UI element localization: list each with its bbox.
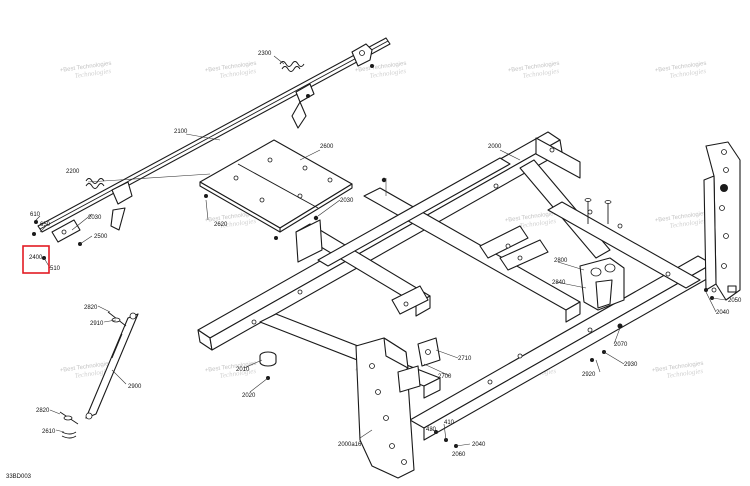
callout-2000a16: 2000a16 <box>338 442 362 448</box>
watermark-13: +Best Technologies Technologies <box>651 361 703 380</box>
right-upright-bracket <box>703 141 741 301</box>
callout-2050: 2050 <box>728 298 742 304</box>
plate-2600 <box>199 139 353 233</box>
callout-420: 420 <box>426 427 437 433</box>
callout-2040-b: 2040 <box>716 310 730 316</box>
callout-2710: 2710 <box>458 356 472 362</box>
bolts-2840 <box>584 198 612 224</box>
callout-2610: 2610 <box>42 429 56 435</box>
rod-2100 <box>37 37 391 243</box>
callout-410: 410 <box>444 420 455 426</box>
callout-2010: 2010 <box>236 367 250 373</box>
watermark-4: +Best Technologies Technologies <box>507 61 559 80</box>
leader-lines <box>35 55 727 447</box>
frame-2000 <box>197 131 713 441</box>
watermark-1: +Best Technologies Technologies <box>59 61 111 80</box>
highlight-box-2400 <box>22 245 50 274</box>
callout-2030-a: 2030 <box>340 198 354 204</box>
callout-2930: 2930 <box>624 362 638 368</box>
callout-2820-a: 2820 <box>84 305 98 311</box>
hinge-block-2800 <box>579 257 625 311</box>
callout-2030-b: 2030 <box>88 215 102 221</box>
callout-2700: 2700 <box>438 374 452 380</box>
callout-2300: 2300 <box>258 51 272 57</box>
watermark-7: +Best Technologies Technologies <box>504 211 556 230</box>
callout-2820-b: 2820 <box>36 408 50 414</box>
watermark-8: +Best Technologies Technologies <box>654 211 706 230</box>
bumper-2010 <box>259 351 277 367</box>
watermark-2: +Best Technologies Technologies <box>204 61 256 80</box>
callout-2500: 2500 <box>94 234 108 240</box>
callout-610: 610 <box>30 212 41 218</box>
callout-2920: 2920 <box>582 372 596 378</box>
callout-510: 510 <box>50 266 61 272</box>
callout-2840: 2840 <box>552 280 566 286</box>
callout-2040-a: 2040 <box>472 442 486 448</box>
callout-2060: 2060 <box>452 452 466 458</box>
callout-2910: 2910 <box>90 321 104 327</box>
callout-2620: 2620 <box>214 222 228 228</box>
callout-2400: 2400 <box>29 255 43 261</box>
front-upright-bracket <box>355 337 421 479</box>
bracket-2710 <box>417 337 441 367</box>
watermark-5: +Best Technologies Technologies <box>654 61 706 80</box>
callout-2900: 2900 <box>128 384 142 390</box>
callout-2100: 2100 <box>174 129 188 135</box>
callout-2000: 2000 <box>488 144 502 150</box>
callout-2600: 2600 <box>320 144 334 150</box>
gas-strut-2900 <box>85 312 139 420</box>
watermark-10: +Best Technologies Technologies <box>204 361 256 380</box>
callout-labels: 2300 2100 2200 2600 2000 2030 2030 2620 … <box>22 51 742 458</box>
pin-clips <box>59 311 127 439</box>
callout-2200: 2200 <box>66 169 80 175</box>
diagram-reference-code: 33BD003 <box>6 474 32 480</box>
callout-2020: 2020 <box>242 393 256 399</box>
callout-650: 650 <box>40 222 51 228</box>
spring-2200 <box>85 178 105 189</box>
callout-2070: 2070 <box>614 342 628 348</box>
callout-2800: 2800 <box>554 258 568 264</box>
spring-2300 <box>279 61 305 72</box>
